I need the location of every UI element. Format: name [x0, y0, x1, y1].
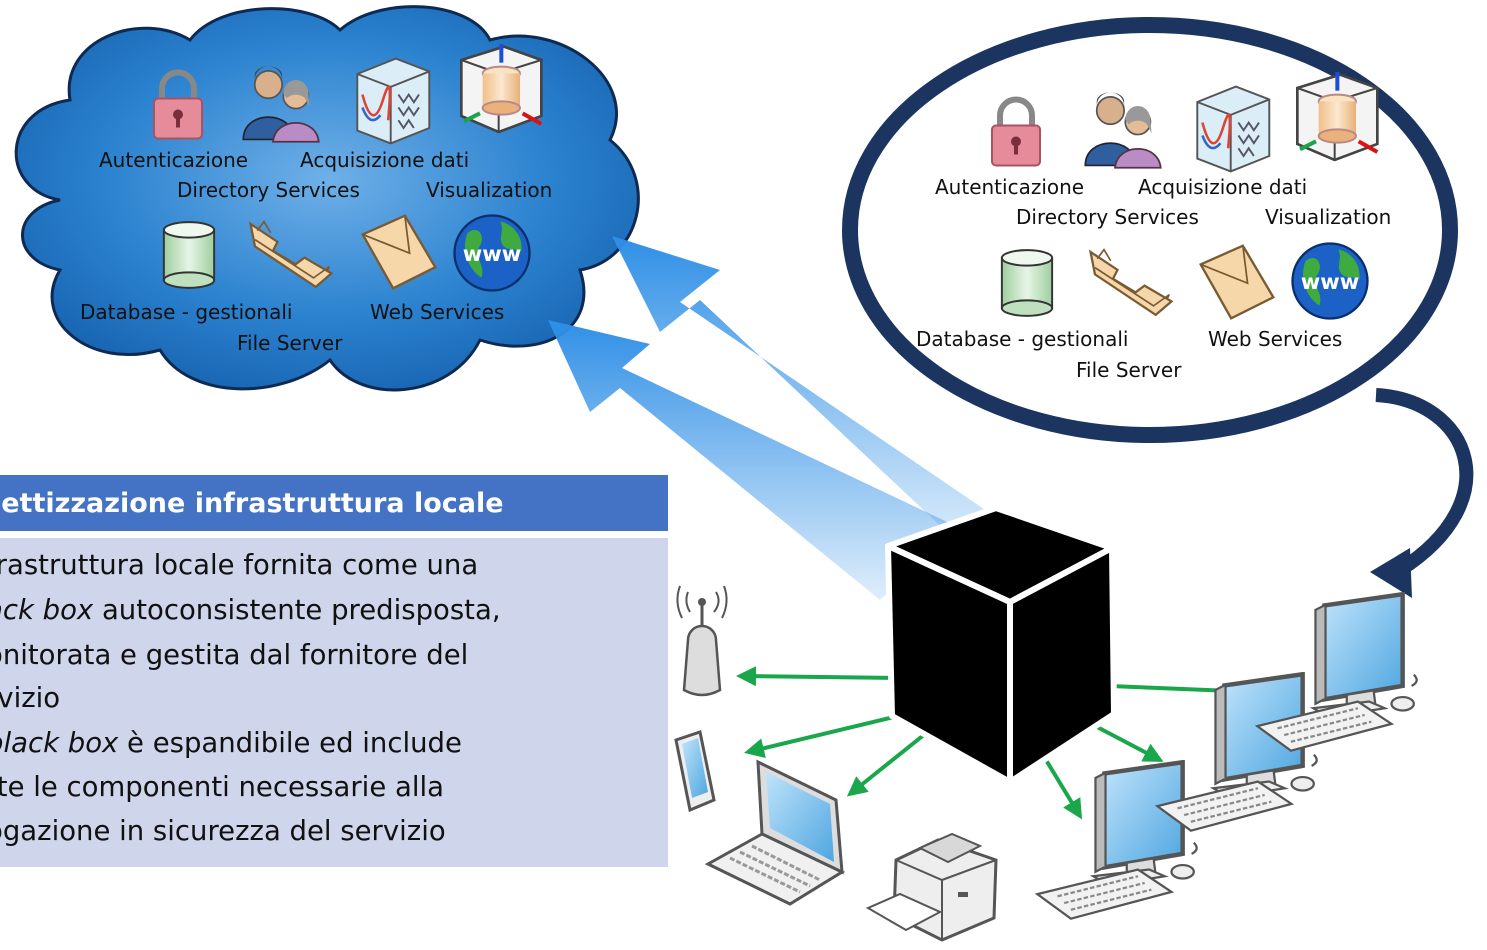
- panel-line: rvizio: [0, 682, 61, 714]
- printer-icon: [865, 832, 998, 942]
- label-acquisizione-dati: Acquisizione dati: [1138, 175, 1308, 199]
- globe-www-icon: [453, 214, 531, 292]
- cloud-infrastructure: [14, 5, 640, 392]
- local-infrastructure-bubble: [842, 17, 1474, 598]
- visualization-cube-icon: [1297, 72, 1377, 160]
- panel-line: black box è espandibile ed include: [0, 727, 462, 759]
- panel-title: nettizzazione infrastruttura locale: [0, 487, 504, 519]
- label-file-server: File Server: [1076, 358, 1182, 382]
- desktop-computer-icon: [1157, 674, 1316, 830]
- database-icon: [1000, 248, 1054, 318]
- label-file-server: File Server: [237, 331, 343, 355]
- antenna-icon: [676, 585, 728, 697]
- panel-line: frastruttura locale fornita come una: [0, 549, 479, 581]
- link-desktop-front: [1044, 758, 1083, 820]
- blue-arrow-upper: [612, 236, 1000, 548]
- label-visualization: Visualization: [1265, 205, 1392, 229]
- tablet-icon: [674, 730, 716, 813]
- globe-www-icon: [1291, 242, 1369, 320]
- panel-line: ack box autoconsistente predisposta,: [0, 594, 501, 626]
- data-acquisition-icon: [1195, 85, 1271, 173]
- label-visualization: Visualization: [426, 178, 553, 202]
- panel-body: frastruttura locale fornita come una ack…: [0, 538, 668, 867]
- black-box-cube-icon: [885, 505, 1117, 785]
- panel-line: ogazione in sicurezza del servizio: [0, 815, 446, 847]
- database-icon: [162, 220, 216, 290]
- data-acquisition-icon: [355, 57, 431, 145]
- blue-arrows: [548, 236, 1000, 600]
- laptop-icon: [704, 759, 846, 906]
- visualization-cube-icon: [461, 44, 541, 132]
- label-database-gestionali: Database - gestionali: [80, 300, 293, 324]
- label-database-gestionali: Database - gestionali: [916, 327, 1129, 351]
- panel-header: nettizzazione infrastruttura locale: [0, 475, 668, 531]
- bubble-arrow-head: [1370, 548, 1412, 598]
- blue-arrow-lower: [548, 320, 960, 600]
- label-web-services: Web Services: [1208, 327, 1343, 351]
- label-autenticazione: Autenticazione: [935, 175, 1085, 199]
- panel-line: tte le componenti necessarie alla: [0, 771, 444, 803]
- label-autenticazione: Autenticazione: [99, 148, 249, 172]
- label-directory-services: Directory Services: [1016, 205, 1199, 229]
- label-acquisizione-dati: Acquisizione dati: [300, 148, 470, 172]
- panel-line: onitorata e gestita dal fornitore del: [0, 639, 469, 671]
- link-antenna: [736, 666, 901, 687]
- desktop-computer-icon: [1257, 594, 1416, 750]
- label-web-services: Web Services: [370, 300, 505, 324]
- label-directory-services: Directory Services: [177, 178, 360, 202]
- bubble-curved-arrow: [1375, 388, 1474, 576]
